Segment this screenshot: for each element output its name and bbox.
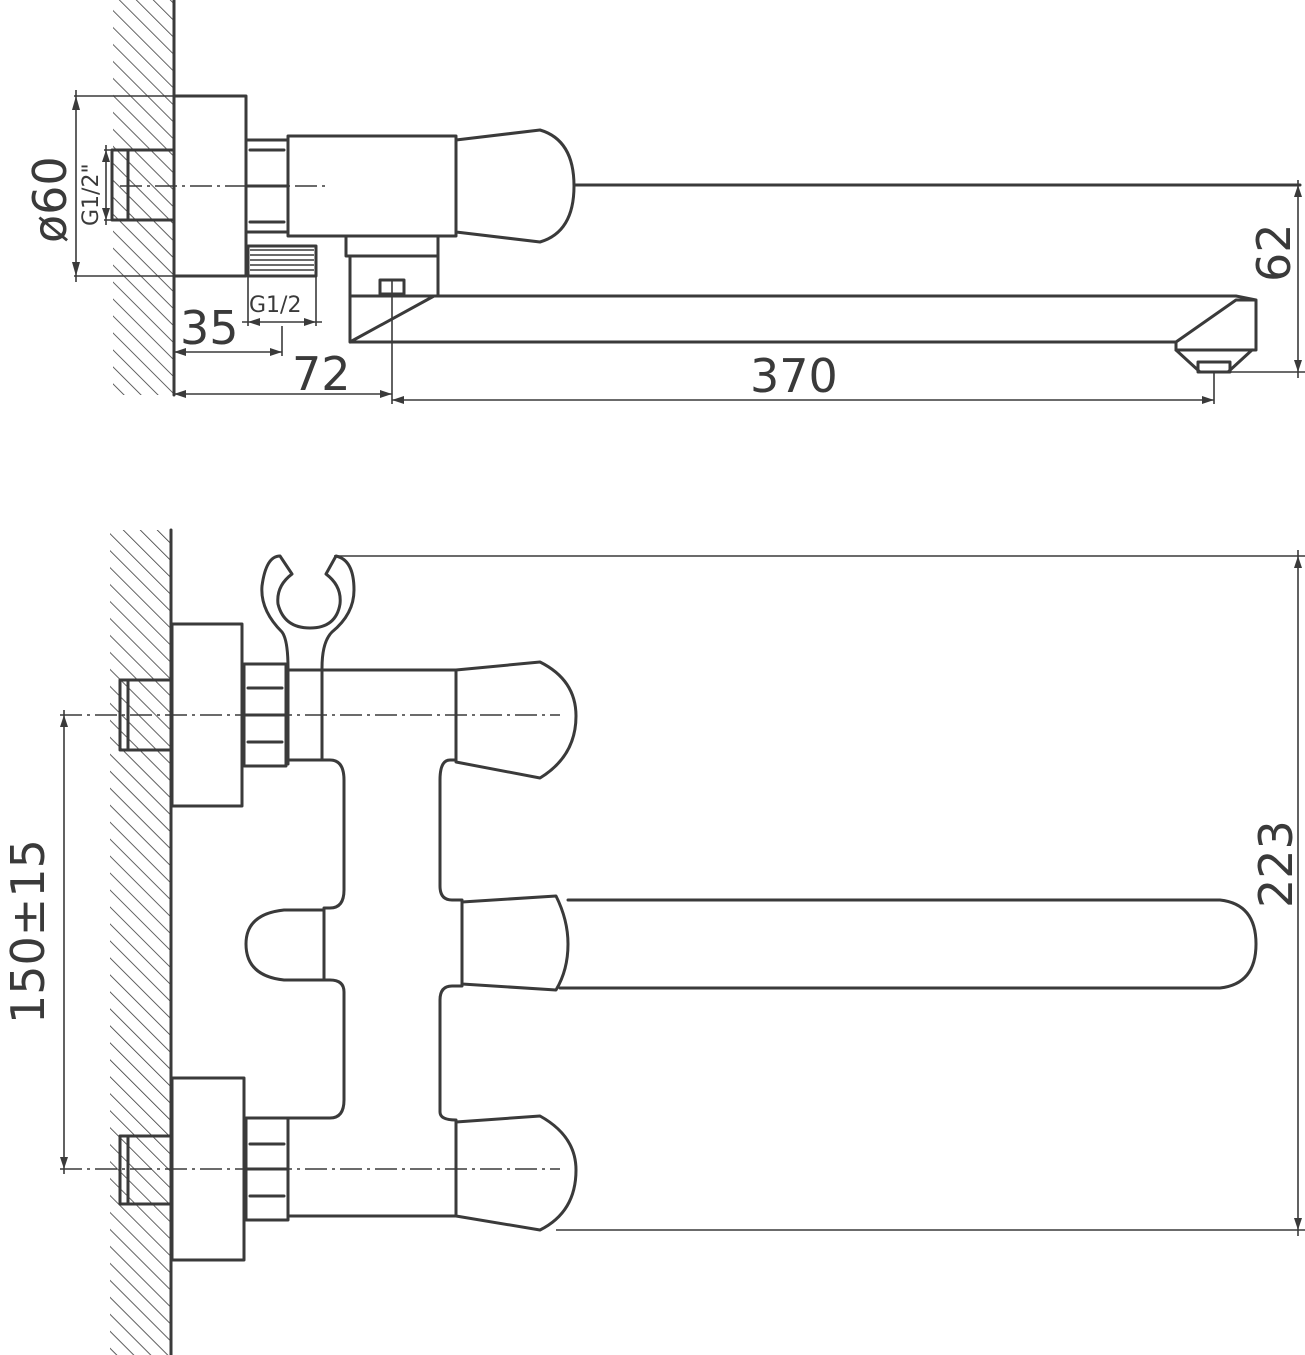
top-view: ø60 G1/2" G1/2 35 72 370: [23, 0, 1305, 404]
thread-lines: [250, 249, 314, 271]
front-view: 150±15 223: [1, 528, 1305, 1355]
spout-front: [558, 898, 1258, 990]
handle-top: [454, 128, 576, 244]
upper-handle: [454, 660, 578, 780]
dim-thread-outlet: G1/2: [249, 293, 301, 318]
mixer-body-front: [284, 668, 464, 1218]
diverter-knob: [244, 908, 326, 982]
middle-handle: [460, 894, 570, 992]
dim-72: 72: [292, 347, 351, 401]
wall-hatch-top: [113, 0, 173, 395]
lower-handle: [454, 1114, 578, 1232]
wall-hatch-front: [110, 530, 170, 1355]
dim-370: 370: [750, 349, 838, 403]
dim-150: 150±15: [1, 839, 55, 1024]
dim-thread-inlet: G1/2": [79, 163, 104, 226]
dim-diameter-60: ø60: [23, 156, 77, 243]
dim-223: 223: [1249, 820, 1303, 908]
spout-top: [348, 294, 1258, 352]
dim-62: 62: [1247, 223, 1301, 282]
shower-holder: [260, 554, 356, 766]
dim-35: 35: [180, 301, 239, 355]
